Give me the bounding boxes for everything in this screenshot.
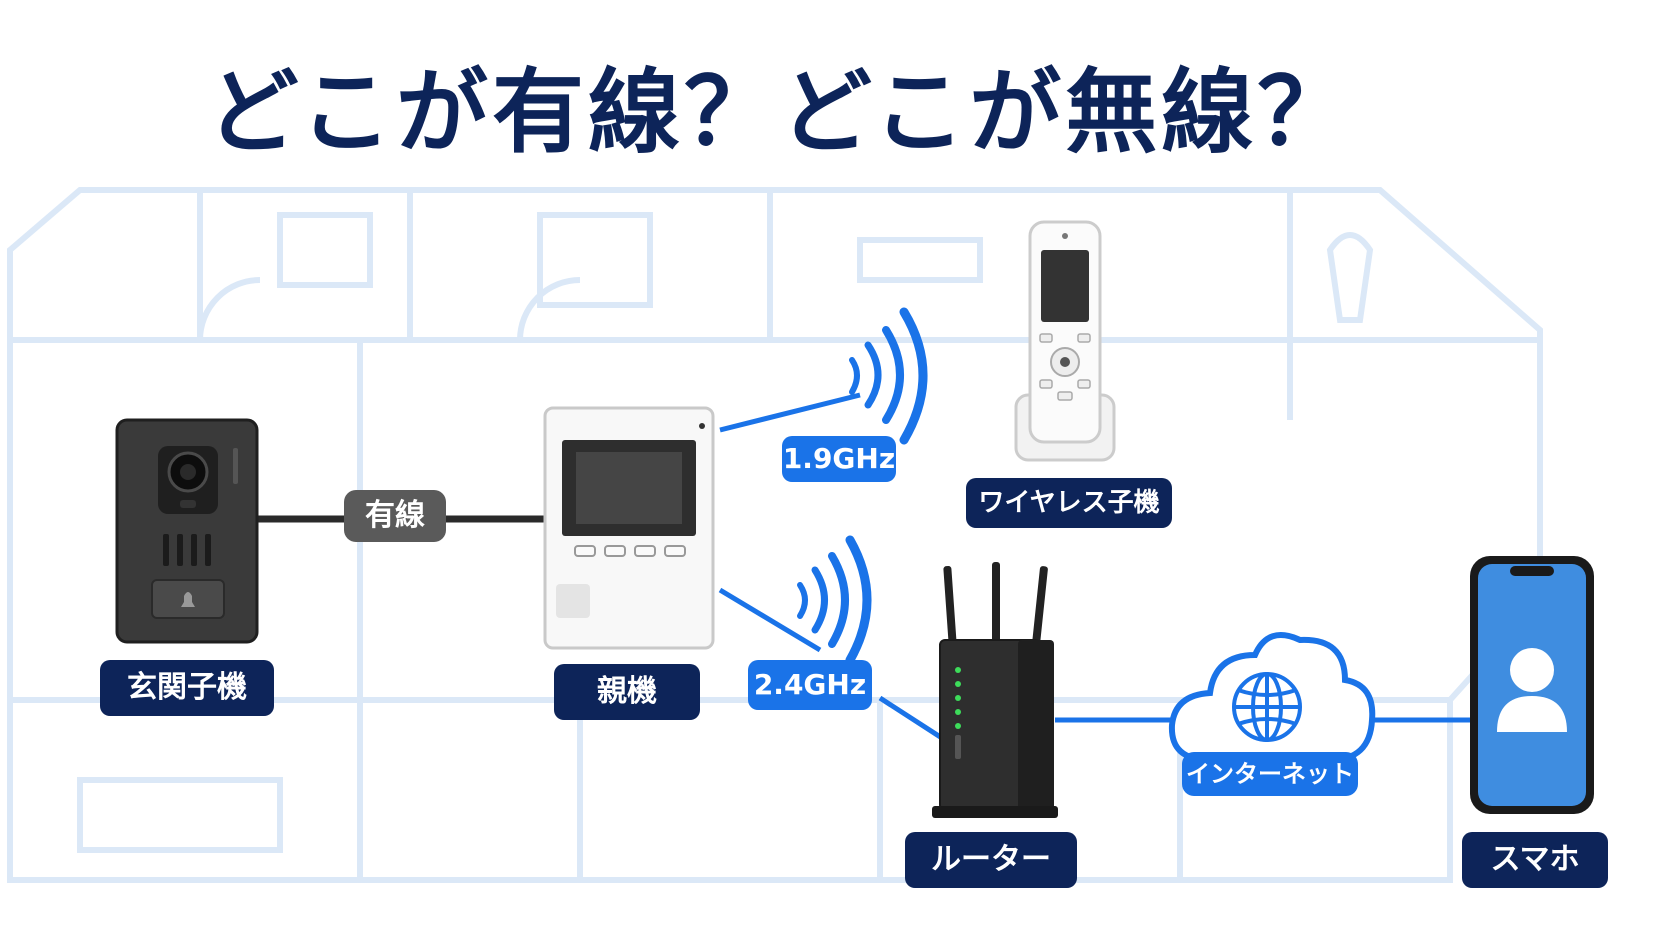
bell-icon — [181, 592, 195, 607]
freq-label-handset: 1.9GHz — [782, 436, 896, 482]
intercom-monitor-icon — [543, 406, 715, 650]
page-title: どこが有線？どこが無線？ — [206, 59, 1354, 166]
link-to-handset — [719, 392, 861, 433]
cordless-handset-icon — [1014, 220, 1116, 462]
smartphone-icon — [1470, 556, 1594, 814]
wired-label: 有線 — [344, 490, 446, 542]
wifi-waves-icon — [849, 307, 928, 445]
freq-label-router: 2.4GHz — [748, 660, 872, 710]
device-label-handset: ワイヤレス子機 — [966, 478, 1172, 528]
cloud-icon — [1168, 632, 1376, 763]
globe-icon — [1232, 672, 1302, 742]
internet-label: インターネット — [1182, 752, 1358, 796]
link-to-router — [718, 587, 822, 653]
doorbell-camera-icon — [115, 418, 259, 644]
device-label-entrance: 玄関子機 — [100, 660, 274, 716]
link-freq-to-router — [878, 695, 947, 743]
router-icon — [932, 562, 1058, 818]
wifi-waves-icon — [797, 535, 872, 665]
device-label-router: ルーター — [905, 832, 1077, 888]
device-label-smartphone: スマホ — [1462, 832, 1608, 888]
user-avatar-icon — [1497, 648, 1567, 732]
device-label-main: 親機 — [554, 664, 700, 720]
